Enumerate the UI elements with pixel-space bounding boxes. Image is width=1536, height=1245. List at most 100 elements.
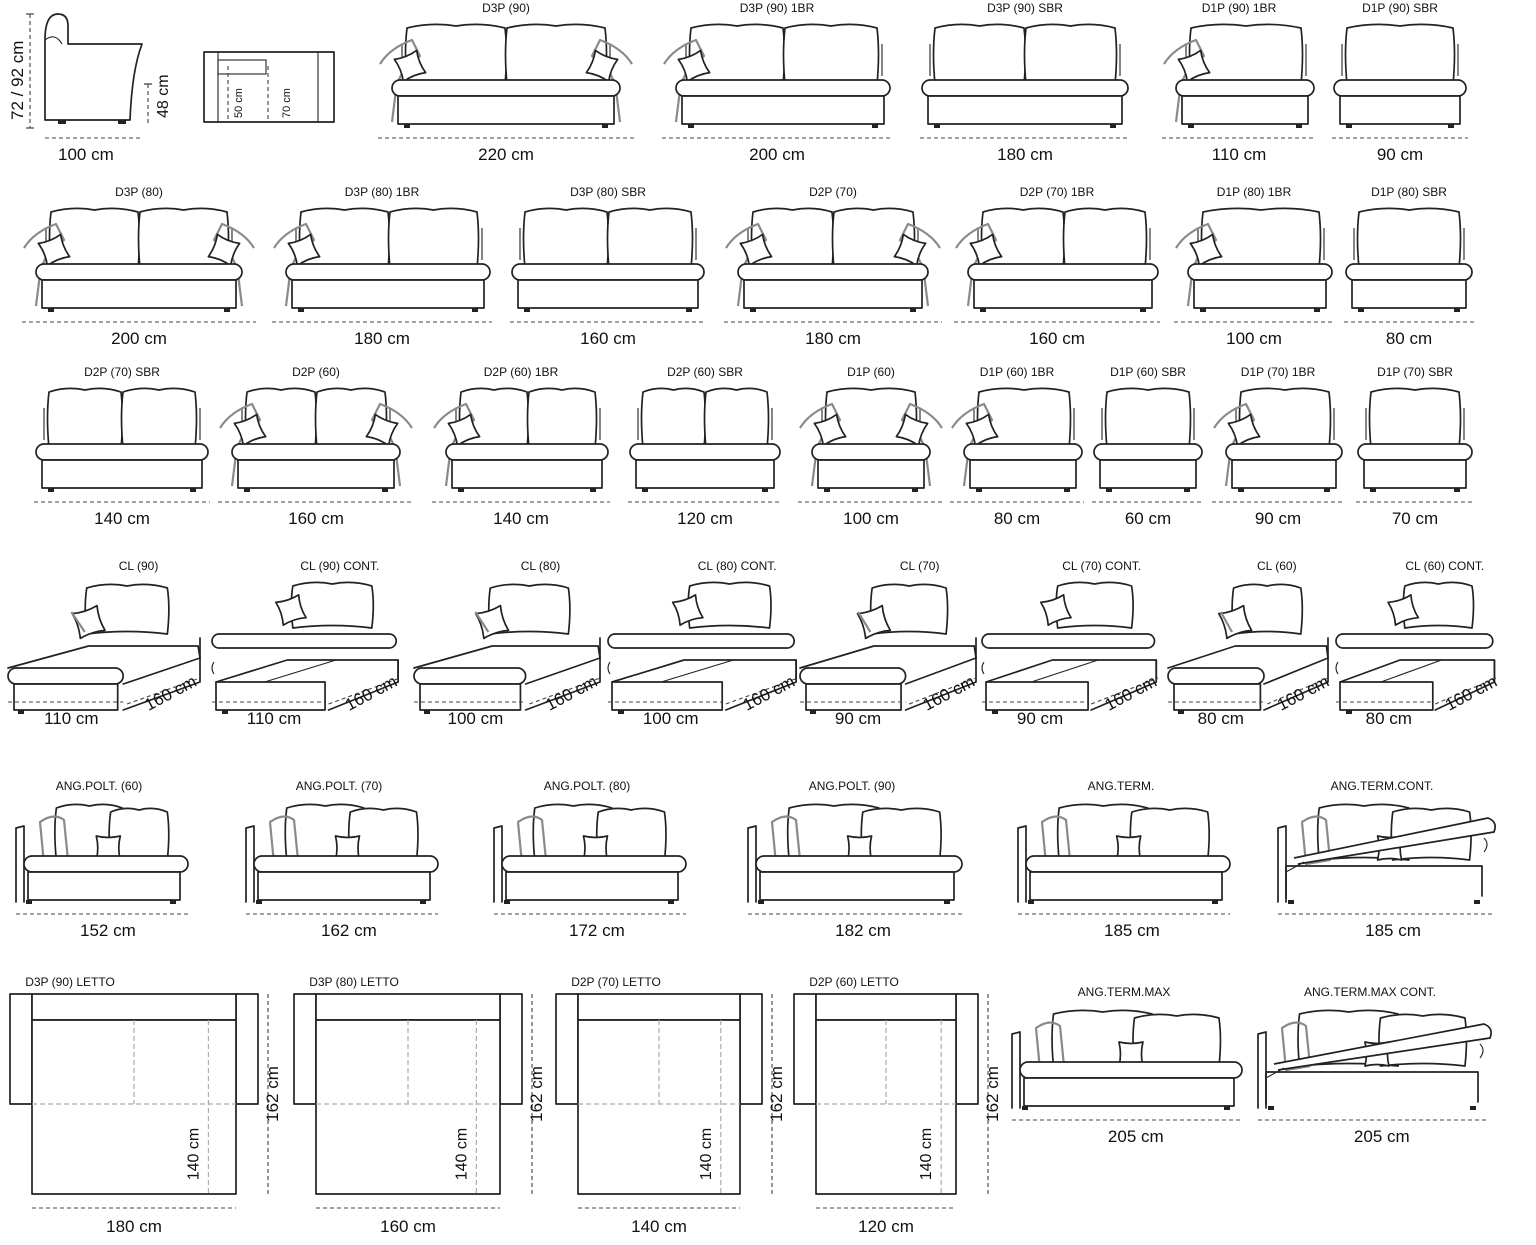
module-width: 185 cm <box>1104 921 1160 940</box>
seat-depth-b-label: 70 cm <box>281 88 293 118</box>
module-code: D1P (70) 1BR <box>1241 365 1316 379</box>
module-sofa: D2P (70) 180 cm <box>724 185 942 348</box>
module-code: D1P (60) 1BR <box>980 365 1055 379</box>
module-code: D1P (60) <box>847 365 895 379</box>
module-code: D1P (80) SBR <box>1371 185 1447 199</box>
module-width: 90 cm <box>1377 145 1423 164</box>
module-sofa: D1P (60) 100 cm <box>798 365 944 528</box>
module-corner: ANG.POLT. (70)162 cm <box>245 779 439 940</box>
module-depth: 160 cm <box>342 672 400 715</box>
module-width: 172 cm <box>569 921 625 940</box>
module-depth: 160 cm <box>1102 672 1160 715</box>
module-code: D2P (70) SBR <box>84 365 160 379</box>
module-code: D2P (60) 1BR <box>484 365 559 379</box>
module-chaise: CL (70) CONT. 90 cm 160 cm <box>981 559 1160 728</box>
module-chaise: CL (90) CONT. 110 cm 160 cm <box>211 559 401 728</box>
module-width: 180 cm <box>354 329 410 348</box>
module-code: D2P (70) LETTO <box>571 975 661 989</box>
module-sofa: D1P (90) SBR 90 cm <box>1332 1 1468 164</box>
module-corner: ANG.POLT. (60)152 cm <box>15 779 189 940</box>
module-width: 100 cm <box>1226 329 1282 348</box>
module-depth: 160 cm <box>141 672 199 715</box>
module-code: D3P (80) 1BR <box>345 185 420 199</box>
module-code: D2P (60) LETTO <box>809 975 899 989</box>
module-width: 205 cm <box>1108 1127 1164 1146</box>
module-sofa: D2P (60)160 cm <box>218 365 414 528</box>
module-width: 152 cm <box>80 921 136 940</box>
module-code: D1P (90) SBR <box>1362 1 1438 15</box>
module-width: 100 cm <box>843 509 899 528</box>
module-sofa: D1P (70) 1BR 90 cm <box>1212 365 1344 528</box>
module-depth: 160 cm <box>542 672 600 715</box>
module-width: 110 cm <box>1212 145 1267 164</box>
module-code: CL (70) CONT. <box>1062 559 1141 573</box>
module-code: CL (90) CONT. <box>300 559 379 573</box>
depth-label: 100 cm <box>58 145 114 164</box>
module-code: D2P (70) <box>809 185 857 199</box>
module-width: 160 cm <box>380 1217 436 1236</box>
module-width: 180 cm <box>805 329 861 348</box>
bed-length: 162 cm <box>527 1066 546 1122</box>
module-code: CL (80) CONT. <box>698 559 777 573</box>
module-width: 100 cm <box>448 709 504 728</box>
module-code: D1P (80) 1BR <box>1217 185 1292 199</box>
module-sofa: D3P (80) 200 cm <box>22 185 256 348</box>
module-code: CL (60) CONT. <box>1405 559 1484 573</box>
mattress-length: 140 cm <box>918 1128 935 1180</box>
side-view-drawings: 72 / 92 cm 48 cm 100 cm 50 cm 70 cm <box>8 13 335 164</box>
module-code: D3P (90) 1BR <box>740 1 815 15</box>
module-depth: 160 cm <box>1442 672 1500 715</box>
module-code: D1P (70) SBR <box>1377 365 1453 379</box>
module-code: CL (60) <box>1257 559 1297 573</box>
module-width: 110 cm <box>44 709 99 728</box>
module-width: 120 cm <box>858 1217 914 1236</box>
module-code: ANG.TERM.MAX CONT. <box>1304 985 1436 999</box>
mattress-length: 140 cm <box>185 1128 202 1180</box>
module-sofa: D2P (60) 1BR 140 cm <box>432 365 610 528</box>
module-code: CL (70) <box>900 559 940 573</box>
module-width: 80 cm <box>1198 709 1244 728</box>
module-width: 220 cm <box>478 145 534 164</box>
module-corner: ANG.TERM.185 cm <box>1017 779 1231 940</box>
module-sofa: D2P (70) SBR 140 cm <box>34 365 210 528</box>
bed-length: 162 cm <box>767 1066 786 1122</box>
module-width: 185 cm <box>1365 921 1421 940</box>
module-width: 110 cm <box>247 709 302 728</box>
module-code: CL (80) <box>521 559 561 573</box>
module-width: 180 cm <box>997 145 1053 164</box>
module-code: D2P (70) 1BR <box>1020 185 1095 199</box>
module-code: D3P (80) LETTO <box>309 975 399 989</box>
module-width: 160 cm <box>288 509 344 528</box>
module-code: ANG.POLT. (70) <box>296 779 382 793</box>
module-width: 120 cm <box>677 509 733 528</box>
module-code: ANG.TERM.CONT. <box>1331 779 1434 793</box>
module-depth: 160 cm <box>740 672 798 715</box>
module-width: 140 cm <box>493 509 549 528</box>
module-sofa: D1P (80) 1BR 100 cm <box>1174 185 1334 348</box>
module-code: D3P (90) SBR <box>987 1 1063 15</box>
module-chaise: CL (60) 80 cm 160 cm <box>1167 559 1332 728</box>
module-width: 140 cm <box>94 509 150 528</box>
module-depth: 160 cm <box>1274 672 1332 715</box>
module-sofa: D1P (70) SBR 70 cm <box>1356 365 1474 528</box>
seat-depth-a-label: 50 cm <box>233 88 245 118</box>
module-width: 90 cm <box>1017 709 1063 728</box>
module-width: 200 cm <box>111 329 167 348</box>
module-code: D3P (90) <box>482 1 530 15</box>
module-depth: 160 cm <box>920 672 978 715</box>
module-width: 80 cm <box>1386 329 1432 348</box>
module-code: D3P (80) <box>115 185 163 199</box>
module-width: 90 cm <box>1255 509 1301 528</box>
module-width: 70 cm <box>1392 509 1438 528</box>
